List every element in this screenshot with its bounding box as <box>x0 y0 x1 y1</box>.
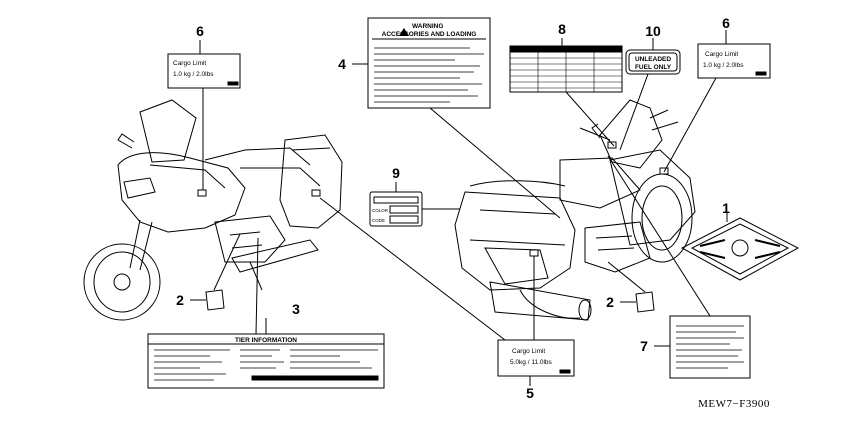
tier-information-label <box>147 333 385 389</box>
callout-10: 10 <box>645 23 661 39</box>
cargo-limit-label-left <box>167 53 241 89</box>
callout-3: 3 <box>292 301 300 317</box>
chart-label <box>509 45 623 93</box>
cargo-left-value: 1.0 kg / 2.0lbs <box>173 71 214 78</box>
unleaded-line1: UNLEADED <box>635 56 671 63</box>
callout-4: 4 <box>338 56 346 72</box>
motorcycle-left <box>83 99 343 321</box>
callout-7: 7 <box>640 338 648 354</box>
warning-label <box>367 17 491 109</box>
callout-8: 8 <box>558 21 566 37</box>
cargo-right-title: Cargo Limit <box>705 51 738 58</box>
warning-label-title: WARNING <box>412 23 443 30</box>
cargo-large-value: 5.0kg / 11.0lbs <box>510 359 553 366</box>
callout-1: 1 <box>722 200 730 216</box>
cargo-limit-label-right <box>697 43 771 79</box>
cargo-left-title: Cargo Limit <box>173 60 206 67</box>
cargo-right-value: 1.0 kg / 2.0lbs <box>703 62 744 69</box>
diagram-code: MEW7−F3900 <box>698 398 770 410</box>
color-code-row1: COLOR <box>372 208 389 213</box>
leader-lines <box>190 30 728 386</box>
cargo-large-title: Cargo Limit <box>512 348 545 355</box>
small-label-left <box>205 289 225 311</box>
diamond-emblem-label <box>680 217 800 281</box>
callout-6-right: 6 <box>722 15 730 31</box>
unleaded-line2: FUEL ONLY <box>635 64 672 71</box>
callout-5: 5 <box>526 385 534 401</box>
tier-information-title: TIER INFORMATION <box>235 337 297 344</box>
callout-2-right: 2 <box>606 294 614 310</box>
callout-2-left: 2 <box>176 292 184 308</box>
plain-label <box>669 315 751 379</box>
callout-6-left: 6 <box>196 23 204 39</box>
callout-9: 9 <box>392 165 400 181</box>
small-label-right <box>635 291 655 313</box>
warning-label-subtitle: ACCESSORIES AND LOADING <box>382 31 477 38</box>
cargo-limit-label-large <box>497 339 575 377</box>
color-code-row2: CODE <box>372 218 385 223</box>
motorcycle-right <box>454 99 696 321</box>
